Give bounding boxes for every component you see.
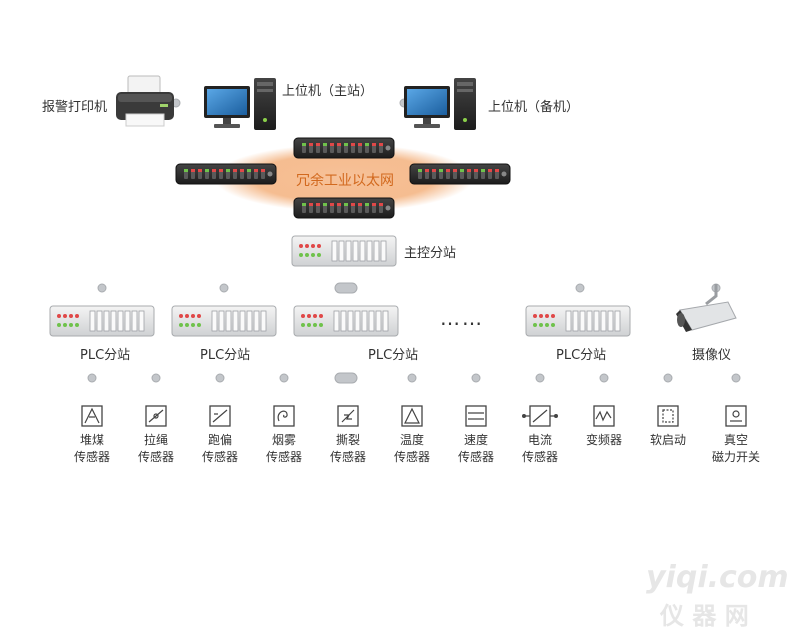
soft-starter-icon: [657, 405, 679, 427]
sensor-label-7: 速度传感器: [441, 432, 511, 466]
printer-icon: [116, 75, 174, 127]
main-station-label: 主控分站: [404, 246, 457, 261]
sensor-label-line2: 传感器: [201, 450, 238, 464]
sensor-label-line2: 传感器: [457, 450, 494, 464]
smoke-sensor-icon: [273, 405, 295, 427]
sensor-label-11: 真空磁力开关: [701, 432, 771, 466]
master-pc-icon: [204, 78, 276, 130]
ethernet-switch-2: [175, 163, 277, 185]
speed-sensor-icon: [465, 405, 487, 427]
sensor-label-4: 烟雾传感器: [249, 432, 319, 466]
sensor-label-line2: 传感器: [73, 450, 110, 464]
sensor-label-line1: 速度: [463, 433, 488, 447]
coal-pile-sensor-icon: [81, 405, 103, 427]
sensor-label-line2: 传感器: [329, 450, 366, 464]
printer-label: 报警打印机: [42, 100, 108, 115]
sensor-label-line2: 传感器: [265, 450, 302, 464]
sensor-label-8: 电流传感器: [505, 432, 575, 466]
sensor-label-line1: 真空: [723, 433, 748, 447]
ethernet-switch-1: [293, 137, 395, 159]
ethernet-switch-3: [409, 163, 511, 185]
connection-lines: [89, 100, 739, 381]
plc-station-4: [525, 305, 631, 337]
sensor-label-line1: 电流: [527, 433, 552, 447]
pull-rope-sensor-icon: [145, 405, 167, 427]
sensor-label-line1: 撕裂: [335, 433, 360, 447]
camera-icon: [676, 284, 737, 332]
sensor-label-line1: 烟雾: [271, 433, 296, 447]
sensor-label-line1: 变频器: [585, 433, 622, 447]
vacuum-magnetic-switch-icon: [725, 405, 747, 427]
inverter-icon: [593, 405, 615, 427]
ethernet-switches: [175, 137, 511, 219]
sensor-label-2: 拉绳传感器: [121, 432, 191, 466]
plc-label-4: PLC分站: [556, 348, 607, 363]
junction-nodes: [87, 98, 741, 384]
plc-label-1: PLC分站: [80, 348, 131, 363]
camera-label: 摄像仪: [692, 348, 732, 363]
backup-pc-icon: [404, 78, 476, 130]
sensor-label-3: 跑偏传感器: [185, 432, 255, 466]
sensor-label-line2: 传感器: [393, 450, 430, 464]
sensor-label-1: 堆煤传感器: [57, 432, 127, 466]
sensor-label-line2: 传感器: [137, 450, 174, 464]
sensor-icons: [81, 405, 747, 427]
plc-stations: [49, 305, 631, 337]
sensor-label-5: 撕裂传感器: [313, 432, 383, 466]
sensor-label-line1: 跑偏: [207, 433, 232, 447]
main-station-rack: [291, 235, 397, 267]
sensor-label-9: 变频器: [569, 432, 639, 449]
sensor-label-line1: 软启动: [649, 433, 686, 447]
sensor-label-10: 软启动: [633, 432, 703, 449]
temperature-sensor-icon: [401, 405, 423, 427]
plc-station-2: [171, 305, 277, 337]
tear-sensor-icon: [337, 405, 359, 427]
sensor-label-line1: 温度: [399, 433, 424, 447]
watermark-domain: yiqi.com: [646, 560, 789, 595]
backup-pc-label: 上位机（备机）: [488, 100, 580, 115]
sensor-label-6: 温度传感器: [377, 432, 447, 466]
plc-ellipsis: ……: [440, 306, 484, 330]
sensor-label-line1: 堆煤: [79, 433, 104, 447]
watermark-cn: 仪 器 网: [660, 602, 749, 630]
sensor-label-line1: 拉绳: [143, 433, 168, 447]
plc-station-1: [49, 305, 155, 337]
network-label: 冗余工业以太网: [296, 173, 394, 189]
sensor-label-line2: 磁力开关: [711, 450, 760, 464]
plc-station-3: [293, 305, 399, 337]
plc-label-2: PLC分站: [200, 348, 251, 363]
network-glow: [214, 144, 474, 212]
plc-label-3: PLC分站: [368, 348, 419, 363]
main-station-icon: [291, 235, 397, 267]
sensor-label-line2: 传感器: [521, 450, 558, 464]
deviation-sensor-icon: [209, 405, 231, 427]
master-pc-label: 上位机（主站）: [282, 84, 374, 99]
ethernet-switch-4: [293, 197, 395, 219]
current-sensor-icon: [522, 405, 558, 427]
